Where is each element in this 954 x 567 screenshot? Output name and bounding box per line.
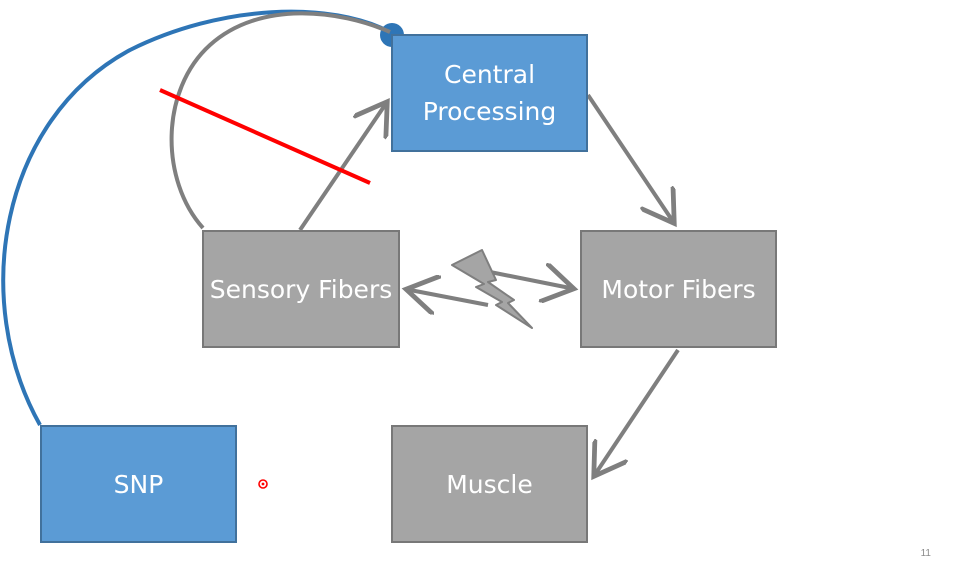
sensory-to-central-arrow	[298, 105, 385, 232]
central-to-motor-arrow	[586, 93, 672, 220]
motor-to-sensory-arrow	[410, 290, 489, 305]
central-processing-box: Central Processing	[391, 34, 588, 152]
cross-out-line	[159, 88, 371, 185]
snp-box: SNP	[40, 425, 237, 543]
sensory-to-motor-arrow	[489, 272, 570, 288]
motor-fibers-box: Motor Fibers	[580, 230, 777, 348]
motor-to-muscle-arrow	[596, 348, 680, 473]
slide-page-number: 11	[920, 548, 931, 559]
sensory-loop-curve	[169, 11, 391, 230]
laser-pointer-core	[261, 482, 265, 486]
sensory-fibers-box: Sensory Fibers	[202, 230, 400, 348]
muscle-box: Muscle	[391, 425, 588, 543]
lightning-bolt-icon	[451, 249, 533, 329]
